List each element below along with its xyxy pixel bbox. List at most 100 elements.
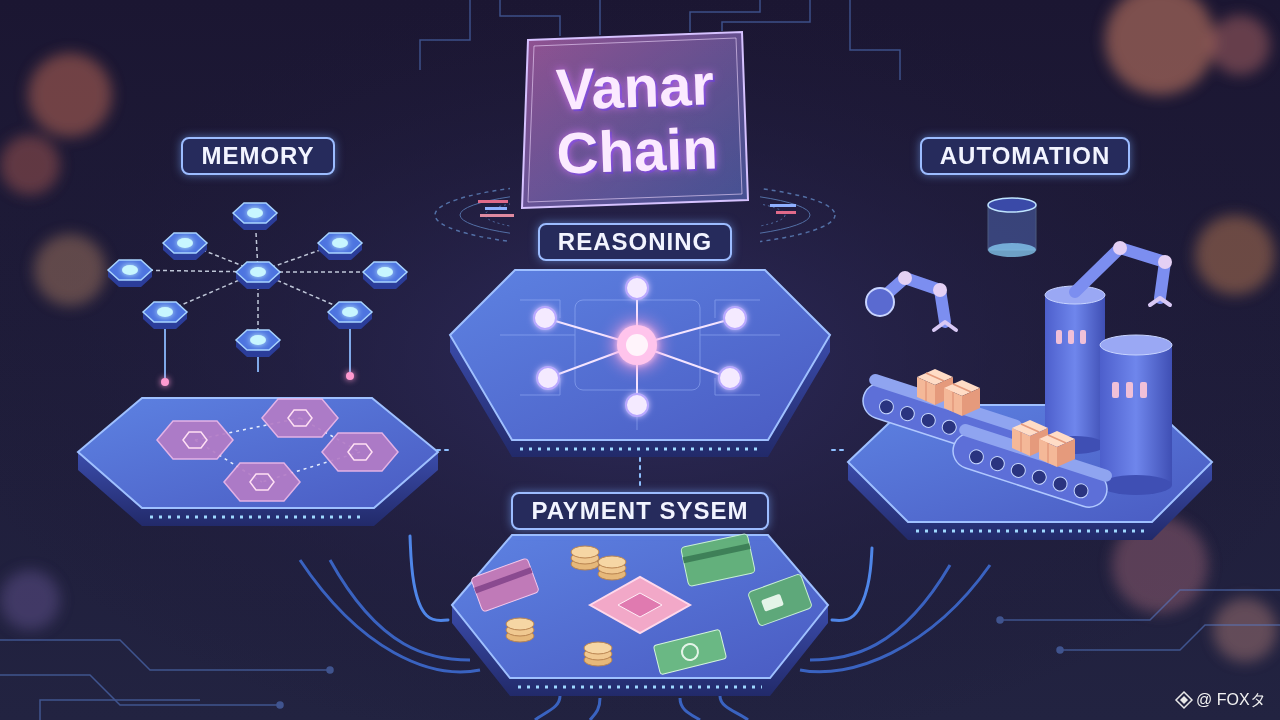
payment-items	[571, 546, 599, 570]
robot-arms	[898, 271, 912, 285]
conveyor-belts	[1030, 468, 1048, 486]
platform-label: AUTOMATION	[920, 137, 1130, 175]
circuit-lines	[0, 640, 330, 670]
reasoning-platform	[500, 275, 780, 430]
memory-network	[349, 328, 351, 372]
code-bars	[776, 211, 796, 214]
robot-arms	[1075, 248, 1165, 298]
payment-items	[681, 533, 756, 586]
reasoning-platform	[534, 277, 746, 416]
conveyor-belts	[899, 405, 917, 423]
memory-network	[164, 328, 166, 378]
robot-arms	[1158, 255, 1172, 269]
bokeh-lights	[1105, 0, 1215, 95]
circuit-lines	[1057, 647, 1063, 653]
automation-platform	[916, 530, 1144, 533]
memory-network	[233, 203, 277, 230]
watermark-logo	[1176, 692, 1192, 708]
circuit-lines	[599, 0, 601, 35]
factory-cylinders	[1100, 345, 1172, 485]
conveyor-belts	[1039, 431, 1075, 467]
bokeh-lights	[0, 135, 60, 195]
circuit-lines	[40, 700, 200, 720]
memory-network	[257, 356, 259, 372]
code-bars	[478, 200, 508, 203]
payment-items	[681, 533, 756, 586]
cables	[800, 565, 990, 672]
glass-cylinder	[988, 243, 1036, 257]
circuit-lines	[327, 667, 333, 673]
memory-network	[163, 233, 207, 260]
payment-items	[471, 533, 813, 674]
glass-cylinder	[988, 198, 1036, 212]
payment-items	[680, 642, 699, 661]
payment-items	[590, 577, 690, 633]
memory-network	[328, 302, 372, 329]
memory-network	[161, 378, 169, 386]
code-bars	[770, 204, 796, 207]
robot-arms	[1150, 298, 1170, 305]
conveyor-belts	[989, 455, 1007, 473]
memory-platform	[262, 399, 338, 437]
robot-arms	[934, 322, 956, 330]
memory-network	[363, 262, 407, 289]
memory-network	[108, 203, 407, 386]
memory-network	[108, 260, 152, 287]
payment-items	[474, 567, 532, 593]
payment-items	[506, 618, 534, 642]
cables	[720, 696, 748, 720]
platform-node: AUTOMATION	[848, 136, 1218, 548]
connector	[410, 536, 448, 621]
cables	[535, 696, 560, 720]
reasoning-platform	[545, 288, 735, 405]
platform-label: MEMORY	[181, 137, 334, 175]
circuit-lines	[277, 702, 283, 708]
conveyor-belts	[1009, 462, 1027, 480]
bokeh-lights	[1210, 15, 1270, 75]
circuit-lines	[1000, 590, 1280, 620]
reasoning-platform	[450, 270, 830, 457]
payment-platform	[518, 686, 762, 689]
memory-network	[346, 372, 354, 380]
circuit-lines	[1060, 625, 1280, 650]
cables	[330, 560, 470, 660]
reasoning-platform	[626, 394, 648, 416]
memory-network	[130, 213, 385, 340]
payment-items	[653, 629, 726, 675]
connector	[832, 548, 872, 621]
payment-items	[471, 558, 540, 612]
reasoning-platform	[500, 275, 780, 430]
platform-label: PAYMENT SYSEM	[511, 492, 768, 530]
memory-platform	[157, 421, 233, 459]
payment-items	[748, 574, 813, 627]
platform-node: PAYMENT SYSEM	[448, 488, 832, 710]
cables	[590, 698, 600, 720]
factory-cylinders	[1056, 330, 1062, 344]
memory-network	[165, 328, 350, 378]
memory-platform	[150, 516, 366, 519]
bokeh-lights	[28, 53, 112, 137]
conveyor-belts	[944, 380, 980, 416]
factory-cylinders	[1068, 330, 1074, 344]
watermark-logo	[1176, 692, 1192, 708]
reasoning-platform	[626, 334, 648, 356]
memory-network	[318, 233, 362, 260]
circuit-lines	[722, 0, 810, 31]
conveyor-belts	[1051, 475, 1069, 493]
reasoning-platform	[719, 367, 741, 389]
memory-platform	[224, 463, 300, 501]
robot-arms	[866, 288, 894, 316]
connector	[639, 458, 641, 488]
connector	[432, 449, 448, 451]
conveyor-belts	[858, 369, 1113, 512]
bokeh-lights	[34, 234, 106, 306]
factory-cylinders	[1140, 382, 1147, 398]
memory-platform	[78, 398, 438, 526]
factory-cylinders	[1112, 382, 1119, 398]
conveyor-belts	[1072, 482, 1090, 500]
memory-platform	[78, 398, 438, 508]
memory-platform	[322, 433, 398, 471]
payment-platform	[452, 535, 828, 696]
payment-items	[584, 642, 612, 666]
